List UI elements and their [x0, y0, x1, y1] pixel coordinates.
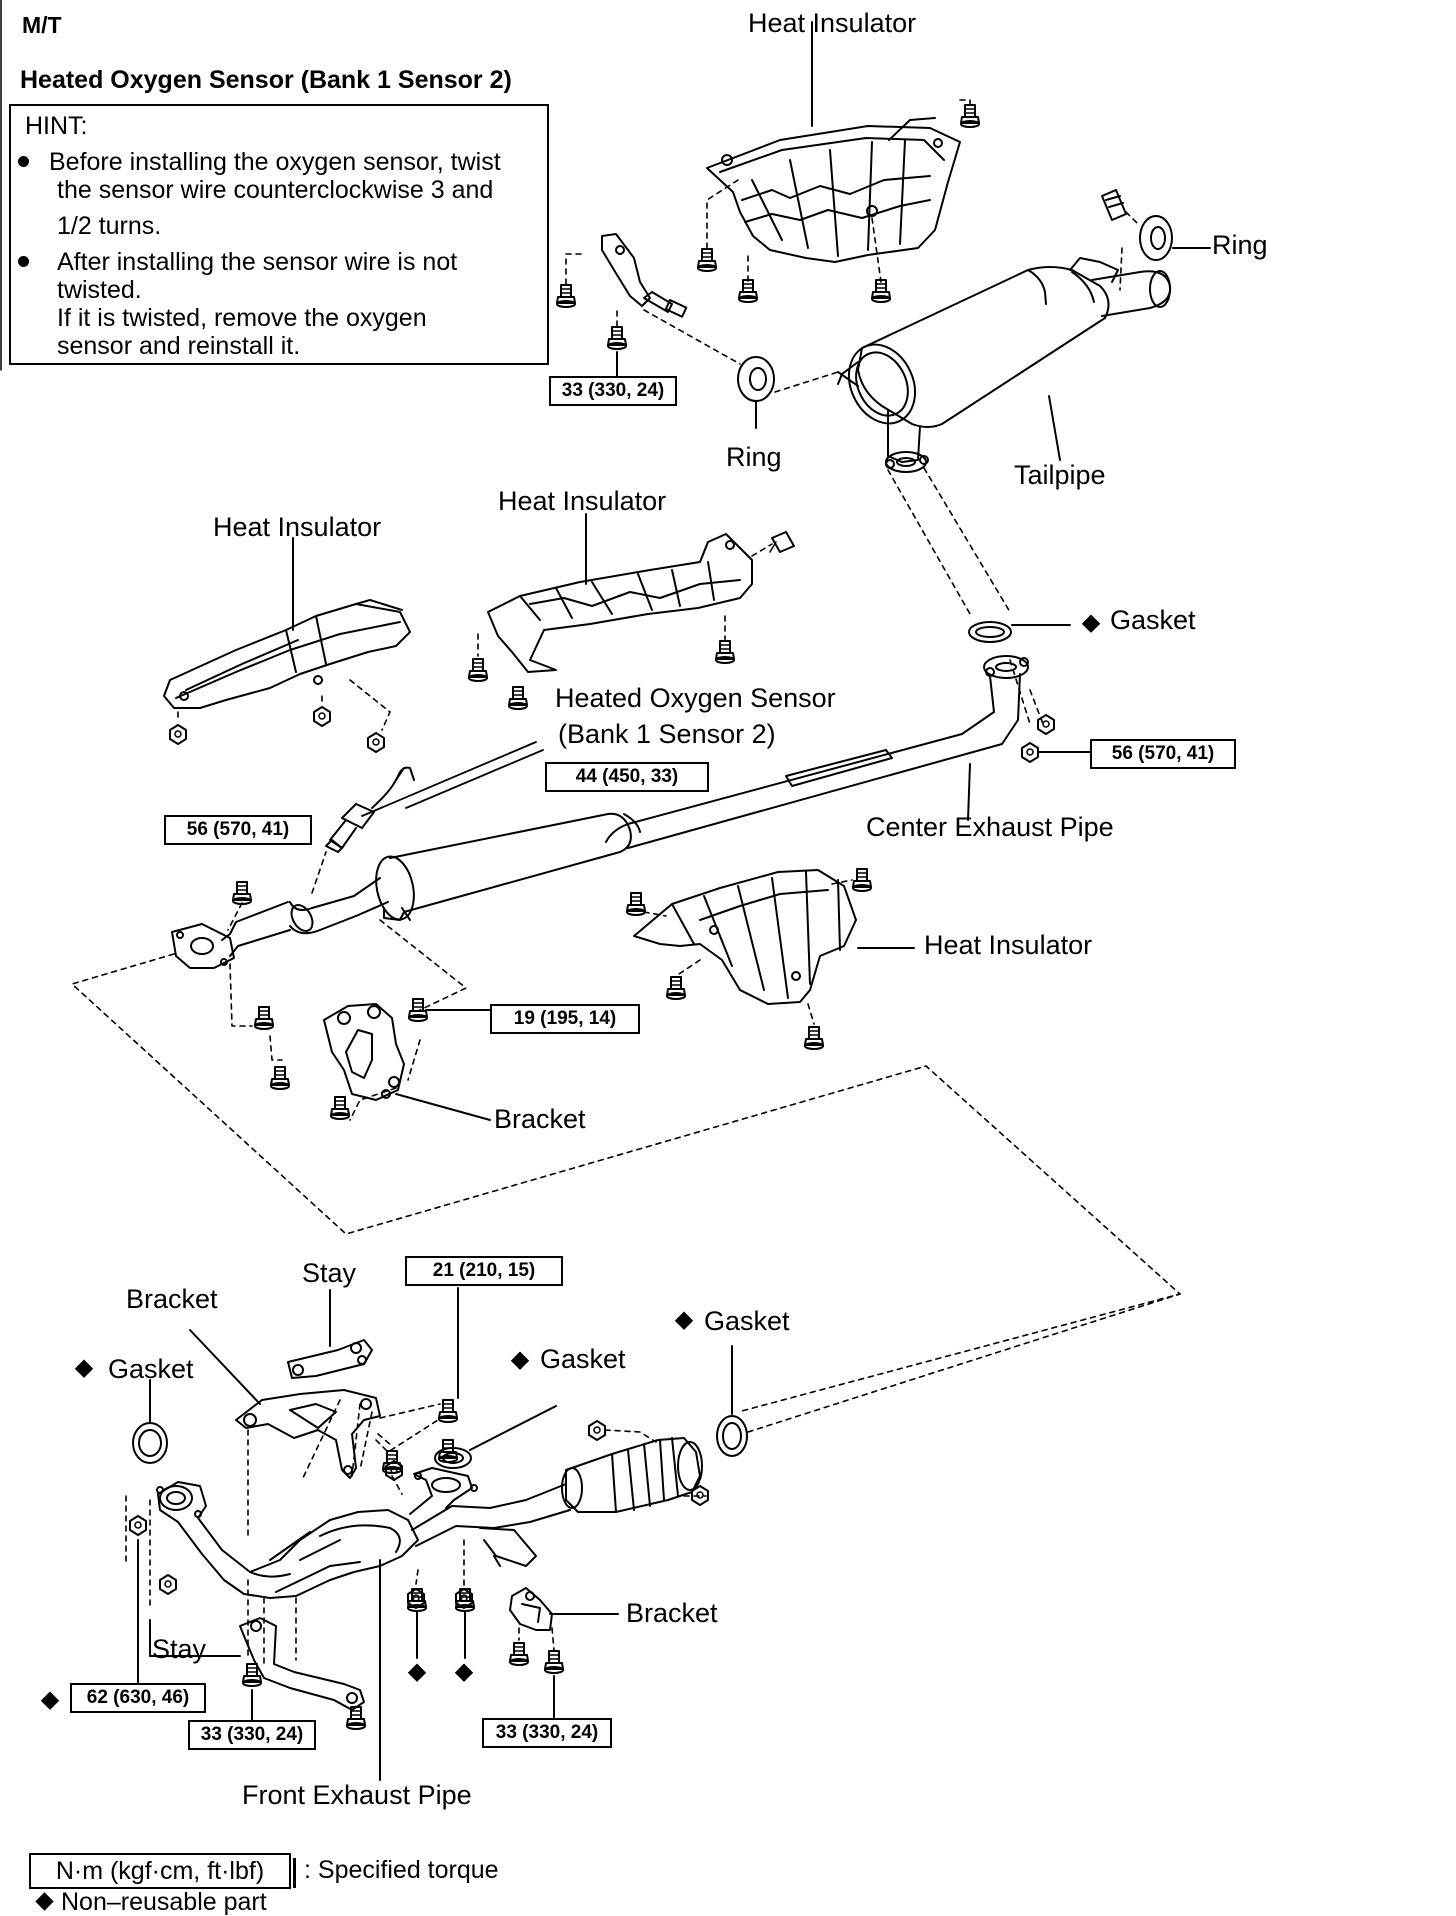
- legend-unit-desc: : Specified torque: [304, 1856, 499, 1884]
- sensor-bracket-top-shape: [601, 233, 651, 307]
- label-gasket-center: Gasket: [1110, 605, 1196, 635]
- heat-insulator-upper-shape: [706, 117, 961, 263]
- label-o2-sensor-line2: (Bank 1 Sensor 2): [558, 719, 776, 749]
- center-muffler-shape: [375, 812, 641, 921]
- tailpipe-shape: [837, 257, 1172, 473]
- black-circle-icon: [18, 256, 29, 267]
- label-gasket-left: Gasket: [108, 1354, 194, 1384]
- label-gasket-mid: Gasket: [540, 1344, 626, 1374]
- legend-non-reusable-text: Non–reusable part: [61, 1888, 267, 1916]
- hint-line: sensor and reinstall it.: [57, 332, 301, 360]
- heat-insulator-lower-shape: [633, 869, 857, 1005]
- stay-top-shape: [287, 1339, 373, 1379]
- heat-insulator-middle-shape: [487, 533, 753, 673]
- black-diamond-icon: [454, 1663, 474, 1682]
- ring-left-shape: [737, 356, 775, 402]
- torque-spec: 56 (570, 41): [1090, 739, 1236, 769]
- hint-line: 1/2 turns.: [57, 212, 162, 240]
- gasket-right-shape: [716, 1415, 748, 1457]
- hint-line: the sensor wire counterclockwise 3 and: [57, 176, 494, 204]
- bracket-front-left-shape: [235, 1389, 381, 1479]
- black-diamond-icon: [40, 1691, 60, 1710]
- label-heat-insulator-lower: Heat Insulator: [924, 930, 1093, 960]
- label-bracket-center: Bracket: [494, 1104, 586, 1134]
- label-gasket-right: Gasket: [704, 1306, 790, 1336]
- front-exhaust-pipe-shape: [156, 1437, 703, 1599]
- torque-spec: 19 (195, 14): [490, 1004, 640, 1034]
- oxygen-sensor-shape: [325, 766, 415, 853]
- label-bracket-front-right: Bracket: [626, 1598, 718, 1628]
- torque-spec: 56 (570, 41): [164, 815, 312, 845]
- black-diamond-icon: [510, 1351, 530, 1370]
- torque-spec: 62 (630, 46): [70, 1683, 206, 1713]
- center-pipe-front-flange-shape: [171, 923, 235, 969]
- black-diamond-icon: [1081, 614, 1101, 633]
- gasket-center-shape: [968, 621, 1012, 643]
- torque-spec: 33 (330, 24): [549, 376, 677, 406]
- torque-spec: 21 (210, 15): [405, 1256, 563, 1286]
- heat-insulator-left-shape: [163, 599, 411, 709]
- hint-line: If it is twisted, remove the oxygen: [57, 304, 427, 332]
- label-ring-right: Ring: [1212, 230, 1268, 260]
- label-tailpipe: Tailpipe: [1014, 460, 1106, 490]
- hint-line: twisted.: [57, 276, 142, 304]
- label-o2-sensor-line1: Heated Oxygen Sensor: [555, 683, 836, 713]
- black-diamond-icon: [674, 1311, 694, 1330]
- variant-label: M/T: [22, 12, 62, 38]
- stay-lower-shape: [239, 1617, 365, 1711]
- ring-right-shape: [1139, 215, 1173, 261]
- hint-line: After installing the sensor wire is not: [57, 248, 458, 276]
- torque-spec: 33 (330, 24): [188, 1720, 316, 1750]
- label-heat-insulator-top: Heat Insulator: [748, 8, 917, 38]
- hint-line: Before installing the oxygen sensor, twi…: [49, 148, 501, 176]
- label-stay-lower: Stay: [152, 1634, 207, 1664]
- label-bracket-front-left: Bracket: [126, 1284, 218, 1314]
- black-diamond-icon: [407, 1663, 427, 1682]
- hint-title: HINT:: [25, 112, 88, 140]
- legend-non-reusable: Non–reusable part: [35, 1888, 267, 1916]
- label-heat-insulator-mid: Heat Insulator: [498, 486, 667, 516]
- black-diamond-icon: [35, 1892, 54, 1911]
- label-front-exhaust-pipe: Front Exhaust Pipe: [242, 1780, 472, 1810]
- black-diamond-icon: [74, 1359, 94, 1378]
- label-heat-insulator-left: Heat Insulator: [213, 512, 382, 542]
- black-circle-icon: [18, 156, 29, 167]
- bracket-front-right-shape: [509, 1587, 553, 1631]
- hint-box: HINT: Before installing the oxygen senso…: [9, 104, 549, 365]
- legend-unit-box: N·m (kgf·cm, ft·lbf): [29, 1853, 296, 1889]
- torque-spec: 44 (450, 33): [545, 762, 709, 792]
- bracket-center-shape: [323, 1003, 405, 1101]
- label-ring-left: Ring: [726, 442, 782, 472]
- torque-spec: 33 (330, 24): [482, 1718, 612, 1748]
- label-center-exhaust-pipe: Center Exhaust Pipe: [866, 812, 1114, 842]
- section-title: Heated Oxygen Sensor (Bank 1 Sensor 2): [20, 66, 512, 94]
- label-stay-top: Stay: [302, 1258, 357, 1288]
